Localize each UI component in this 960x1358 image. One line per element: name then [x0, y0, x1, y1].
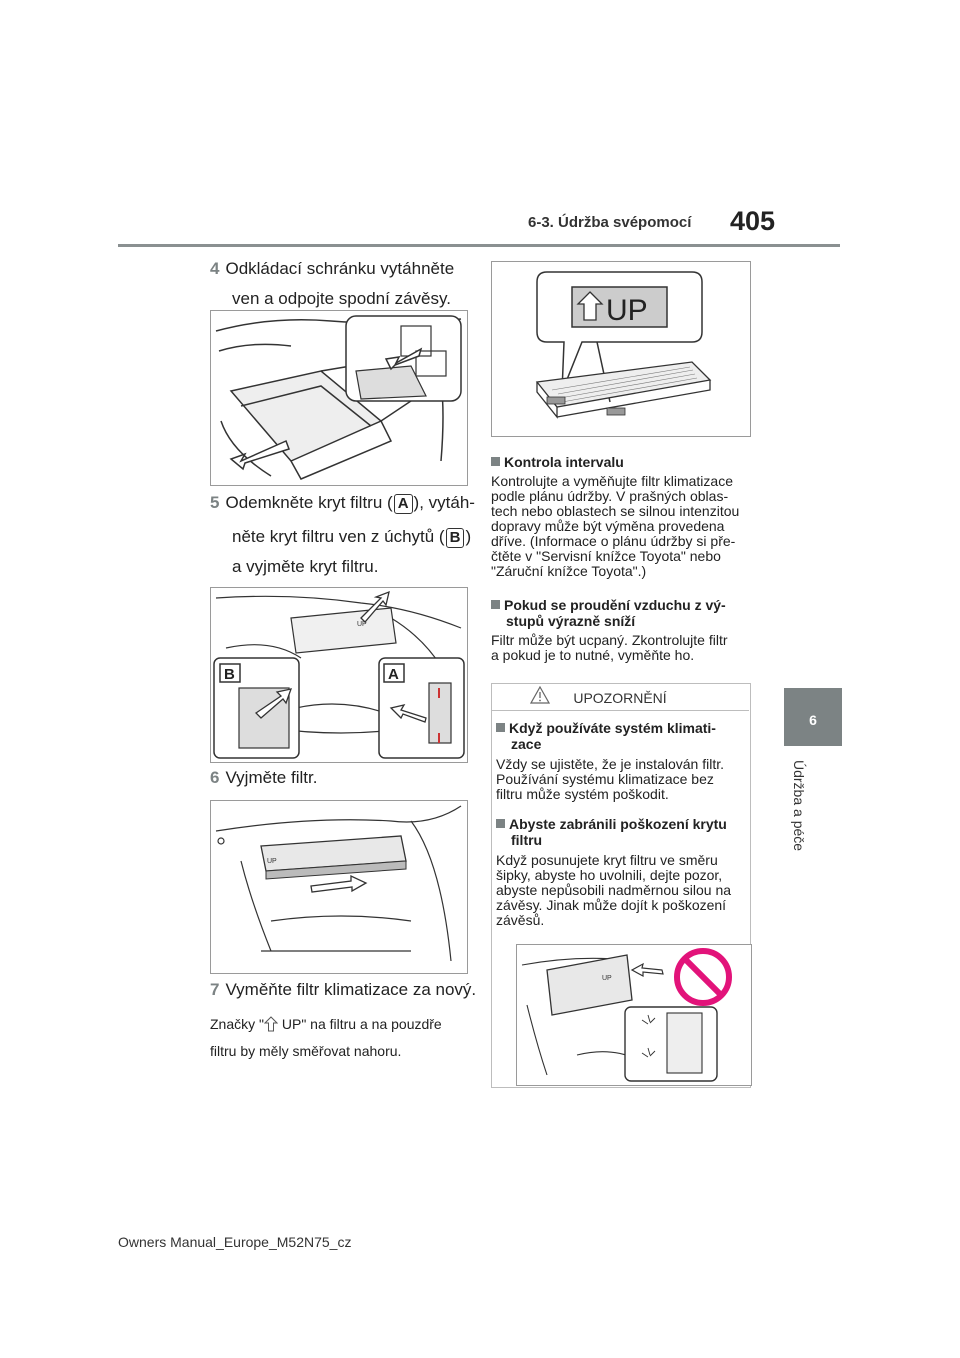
- warning-heading-ac: Když používáte systém klimati- zace: [496, 720, 716, 752]
- glovebox-removal-figure: [210, 310, 468, 486]
- warning-divider: [491, 710, 749, 711]
- paragraph-line: abyste nepůsobili nadměrnou silou na: [496, 882, 732, 898]
- bullet-square: [496, 819, 505, 828]
- heading-text: Když používáte systém klimati-: [509, 720, 716, 736]
- callout-label-b: B: [445, 528, 465, 548]
- paragraph-line: dopravy může být výměna provedena: [491, 518, 725, 534]
- paragraph-line: tech nebo oblastech se silnou intenzitou: [491, 503, 740, 519]
- paragraph-line: filtru může systém poškodit.: [496, 786, 669, 802]
- warning-heading-cover: Abyste zabránili poškození krytu filtru: [496, 816, 727, 848]
- bullet-square: [491, 457, 500, 466]
- step-text: ), vytáh-: [413, 493, 475, 512]
- paragraph-line: dříve. (Informace o plánu údržby si pře-: [491, 533, 736, 549]
- step-text: ven a odpojte spodní závěsy.: [232, 289, 451, 308]
- up-marks-note: Značky " UP" na filtru a na pouzdře: [210, 1013, 442, 1036]
- chapter-title-text: Údržba a péče: [791, 760, 807, 852]
- step-number: 4: [210, 259, 220, 278]
- paragraph-line: Kontrolujte a vyměňujte filtr klimatizac…: [491, 473, 733, 489]
- heading-text: stupů výrazně sníží: [506, 613, 636, 629]
- filter-up-label: UP: [357, 621, 367, 628]
- interval-heading: Kontrola intervalu: [491, 454, 624, 470]
- step-7: 7 Vyměňte filtr klimatizace za nový.: [210, 975, 476, 1005]
- chapter-title: Údržba a péče: [787, 760, 807, 870]
- chapter-number: 6: [809, 712, 817, 728]
- step-number: 5: [210, 493, 220, 512]
- filter-cover-illustration: UP B A: [213, 590, 465, 759]
- bullet-square: [491, 600, 500, 609]
- warning-title: UPOZORNĚNÍ: [573, 690, 667, 706]
- heading-text: Kontrola intervalu: [504, 454, 624, 470]
- paragraph-line: Vždy se ujistěte, že je instalován filtr…: [496, 756, 724, 772]
- filter-up-big-label: UP: [606, 294, 648, 327]
- filter-up-illustration: UP: [535, 271, 712, 419]
- section-title: 6-3. Údržba svépomocí: [528, 214, 692, 231]
- heading-text: zace: [511, 736, 542, 752]
- step-text: Odemkněte kryt filtru (: [225, 493, 393, 512]
- heading-text: Abyste zabránili poškození krytu: [509, 816, 727, 832]
- note-line2: filtru by měly směřovat nahoru.: [210, 1043, 402, 1059]
- step-6: 6 Vyjměte filtr.: [210, 763, 317, 793]
- note-text: UP" na filtru a na pouzdře: [277, 1016, 442, 1032]
- warning-triangle-icon: [530, 686, 550, 704]
- step-text: Vyjměte filtr.: [225, 768, 318, 787]
- filter-up-label: UP: [602, 975, 612, 982]
- bullet-square: [496, 723, 505, 732]
- filter-removal-figure: UP: [210, 800, 468, 974]
- callout-label-a: A: [393, 494, 413, 514]
- heading-text: Pokud se proudění vzduchu z vý-: [504, 597, 726, 613]
- up-arrow-icon: [263, 1016, 279, 1032]
- prohibited-force-illustration: UP: [521, 948, 732, 1082]
- filter-removal-illustration: UP: [215, 805, 462, 962]
- filter-up-label: UP: [267, 858, 277, 865]
- paragraph-line: Když posunujete kryt filtru ve směru: [496, 852, 718, 868]
- step-5-line2: něte kryt filtru ven z úchytů (B): [232, 522, 471, 552]
- paragraph-line: "Záruční knížce Toyota".): [491, 563, 647, 579]
- paragraph-line: závěsy. Jinak může dojít k poškození: [496, 897, 727, 913]
- filter-up-mark-figure: UP: [491, 261, 751, 437]
- callout-a-figure: A: [388, 666, 399, 683]
- footer-manual-name: Owners Manual_Europe_M52N75_cz: [118, 1234, 352, 1250]
- step-number: 7: [210, 980, 220, 999]
- step-text: Odkládací schránku vytáhněte: [225, 259, 455, 278]
- step-5: 5 Odemkněte kryt filtru (A), vytáh-: [210, 488, 475, 518]
- airflow-heading: Pokud se proudění vzduchu z vý- stupů vý…: [491, 597, 726, 629]
- warning-box: [491, 683, 751, 1088]
- paragraph-line: a pokud je to nutné, vyměňte ho.: [491, 647, 695, 663]
- step-5-line3: a vyjměte kryt filtru.: [232, 552, 378, 582]
- paragraph-line: Filtr může být ucpaný. Zkontrolujte filt…: [491, 632, 728, 648]
- step-4: 4 Odkládací schránku vytáhněte ven a odpo…: [210, 254, 454, 314]
- filter-cover-figure: UP B A: [210, 587, 468, 763]
- step-text: Vyměňte filtr klimatizace za nový.: [225, 980, 477, 999]
- chapter-tab: [784, 688, 842, 746]
- step-number: 6: [210, 768, 220, 787]
- paragraph-line: závěsů.: [496, 912, 545, 928]
- airflow-paragraph: Filtr může být ucpaný. Zkontrolujte filt…: [491, 633, 728, 663]
- step-text: a vyjměte kryt filtru.: [232, 557, 379, 576]
- warning-paragraph-ac: Vždy se ujistěte, že je instalován filtr…: [496, 757, 724, 802]
- warning-paragraph-cover: Když posunujete kryt filtru ve směru šip…: [496, 853, 731, 928]
- step-text: něte kryt filtru ven z úchytů (: [232, 527, 445, 546]
- interval-paragraph: Kontrolujte a vyměňujte filtr klimatizac…: [491, 474, 739, 579]
- glovebox-illustration: [215, 315, 462, 480]
- page-number: 405: [730, 206, 776, 236]
- paragraph-line: podle plánu údržby. V prašných oblas-: [491, 488, 729, 504]
- header-divider: [118, 244, 840, 247]
- paragraph-line: čtěte v "Servisní knížce Toyota" nebo: [491, 548, 721, 564]
- prohibited-force-figure: UP: [516, 944, 752, 1086]
- step-text: ): [465, 527, 472, 546]
- heading-text: filtru: [511, 832, 543, 848]
- note-text: Značky ": [210, 1016, 264, 1032]
- paragraph-line: šipky, abyste ho uvolnili, dejte pozor,: [496, 867, 723, 883]
- paragraph-line: Používání systému klimatizace bez: [496, 771, 714, 787]
- callout-b-figure: B: [224, 666, 235, 683]
